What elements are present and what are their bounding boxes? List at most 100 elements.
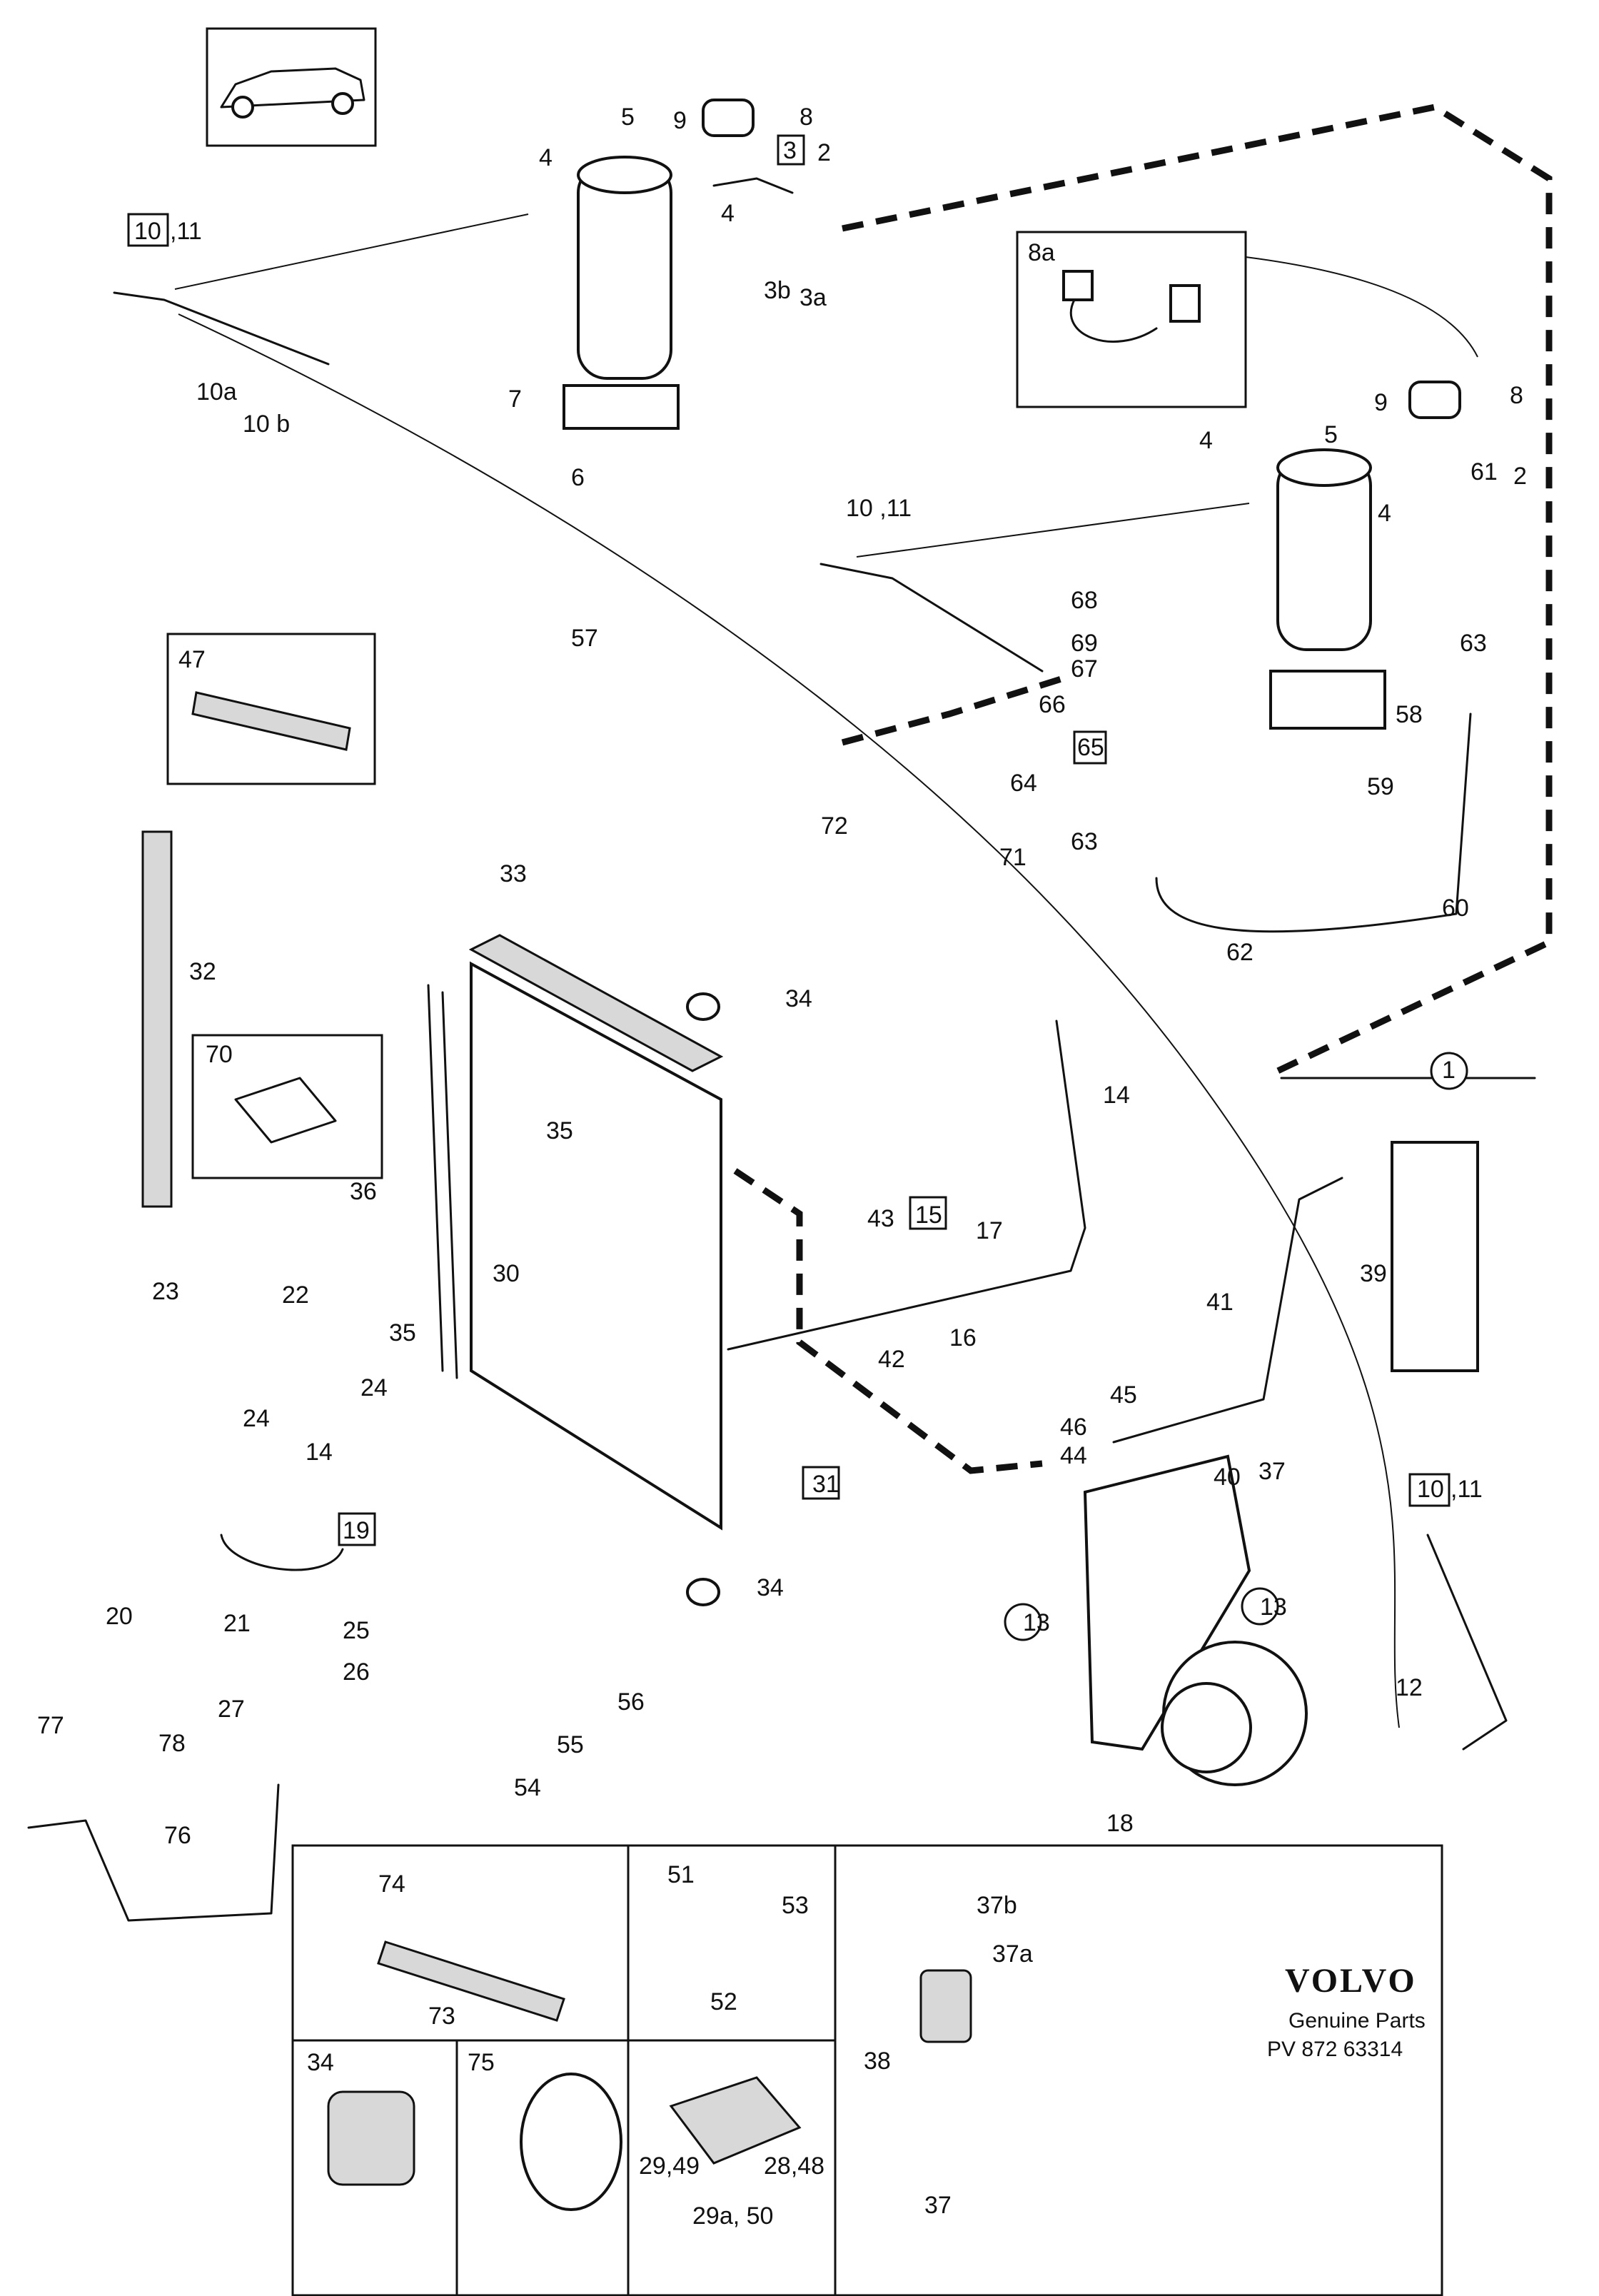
label-p8box: 8a	[1028, 239, 1055, 266]
car-thumbnail	[206, 27, 377, 147]
label-p4a: 4	[539, 144, 553, 171]
label-p29a: 29a, 50	[692, 2202, 773, 2230]
label-p66: 66	[1039, 691, 1066, 718]
label-p31: 31	[812, 1471, 839, 1498]
seal-strip	[141, 830, 173, 1208]
label-p9a: 9	[673, 107, 687, 134]
label-p77: 77	[37, 1712, 64, 1739]
label-p34b: 34	[757, 1574, 784, 1601]
label-p15: 15	[915, 1202, 942, 1229]
label-p6: 6	[571, 464, 585, 491]
label-p10b: 10 ,11	[846, 495, 912, 522]
label-p16: 16	[949, 1324, 977, 1351]
label-p63b: 63	[1460, 630, 1487, 657]
label-p4b: 4	[721, 200, 735, 227]
hoses	[27, 291, 1508, 1922]
part-reference: PV 872 63314	[1267, 2038, 1403, 2061]
label-p18: 18	[1106, 1810, 1134, 1837]
label-p37a: 37	[1258, 1458, 1286, 1485]
label-p76: 76	[164, 1822, 191, 1849]
label-p51: 51	[667, 1861, 695, 1888]
label-p21: 21	[223, 1610, 251, 1637]
label-p3: 3	[783, 137, 797, 164]
label-p37ba: 37b	[977, 1892, 1017, 1919]
volvo-logo: VOLVO Genuine Parts PV 872 63314	[1267, 1962, 1426, 2061]
label-p64: 64	[1010, 770, 1037, 797]
label-p8a: 8	[800, 104, 813, 131]
circled-label-frames	[1004, 1052, 1468, 1641]
label-p4c: 4	[1199, 427, 1213, 454]
label-p10sa: 10a	[196, 378, 237, 406]
label-p38: 38	[864, 2048, 891, 2075]
label-p42: 42	[878, 1346, 905, 1373]
label-p78: 78	[158, 1730, 186, 1757]
compressor	[1083, 1454, 1308, 1786]
label-p29: 29,49	[639, 2152, 700, 2180]
label-p71: 71	[999, 844, 1027, 871]
label-p37aa: 37a	[992, 1940, 1033, 1968]
dashed-paths	[733, 104, 1553, 1474]
brand-subtitle: Genuine Parts	[1288, 2009, 1426, 2033]
label-p10a: 10	[134, 218, 161, 245]
label-p58: 58	[1396, 701, 1423, 728]
label-p24a: 24	[243, 1405, 270, 1432]
label-p26: 26	[343, 1658, 370, 1686]
label-p14b: 14	[306, 1439, 333, 1466]
label-p43: 43	[867, 1205, 894, 1232]
inset-47	[166, 633, 376, 785]
label-p32: 32	[189, 958, 216, 985]
label-p56: 56	[617, 1688, 645, 1716]
label-p19: 19	[343, 1517, 370, 1544]
label-p23: 23	[152, 1278, 179, 1305]
label-p67: 67	[1071, 655, 1098, 683]
label-p25: 25	[343, 1617, 370, 1644]
label-p60: 60	[1442, 895, 1469, 922]
label-p61: 61	[1471, 458, 1498, 485]
label-p27: 27	[218, 1696, 245, 1723]
label-p3a: 3a	[800, 284, 827, 311]
label-p33: 33	[500, 860, 527, 887]
label-p10c: 10	[1417, 1476, 1444, 1503]
condenser	[427, 934, 724, 1606]
label-p47: 47	[178, 646, 206, 673]
evaporator	[1280, 1077, 1536, 1372]
label-p3b: 3b	[764, 277, 791, 304]
label-p13a: 13	[1023, 1609, 1050, 1636]
label-p57: 57	[571, 625, 598, 652]
label-p28: 28,48	[764, 2152, 824, 2180]
label-p62: 62	[1226, 939, 1254, 966]
label-p37b: 37	[924, 2192, 952, 2219]
label-p52: 52	[710, 1988, 737, 2015]
part-labels: 5 9 8 3 2 4 4 3b 3a 10 ,11 10a 10 b 7 6 …	[37, 104, 1527, 2230]
label-p2b: 2	[1513, 463, 1527, 490]
label-p11a: ,11	[170, 218, 202, 245]
label-p22: 22	[282, 1282, 309, 1309]
label-p44: 44	[1060, 1442, 1087, 1469]
receiver-drier-upper	[563, 99, 794, 430]
label-p7: 7	[508, 386, 522, 413]
receiver-drier-lower	[1269, 381, 1461, 730]
label-p75: 75	[468, 2049, 495, 2076]
label-p5a: 5	[621, 104, 635, 131]
label-p13b: 13	[1260, 1593, 1287, 1621]
label-p45: 45	[1110, 1381, 1137, 1409]
label-p39: 39	[1360, 1260, 1387, 1287]
label-p54: 54	[514, 1774, 541, 1801]
label-p14a: 14	[1103, 1082, 1130, 1109]
inset-70	[191, 1034, 383, 1179]
label-p10sb: 10 b	[243, 411, 290, 438]
label-p59: 59	[1367, 773, 1394, 800]
label-p1: 1	[1442, 1057, 1456, 1084]
label-p55: 55	[557, 1731, 584, 1758]
label-p70: 70	[206, 1041, 233, 1068]
label-p46: 46	[1060, 1414, 1087, 1441]
label-p4d: 4	[1378, 500, 1391, 527]
label-p5b: 5	[1324, 421, 1338, 448]
label-p20: 20	[106, 1603, 133, 1630]
label-p69: 69	[1071, 630, 1098, 657]
bottom-panel	[291, 1844, 1443, 2296]
label-p35a: 35	[546, 1117, 573, 1144]
label-p11c: ,11	[1451, 1476, 1483, 1503]
label-p74: 74	[378, 1870, 405, 1898]
